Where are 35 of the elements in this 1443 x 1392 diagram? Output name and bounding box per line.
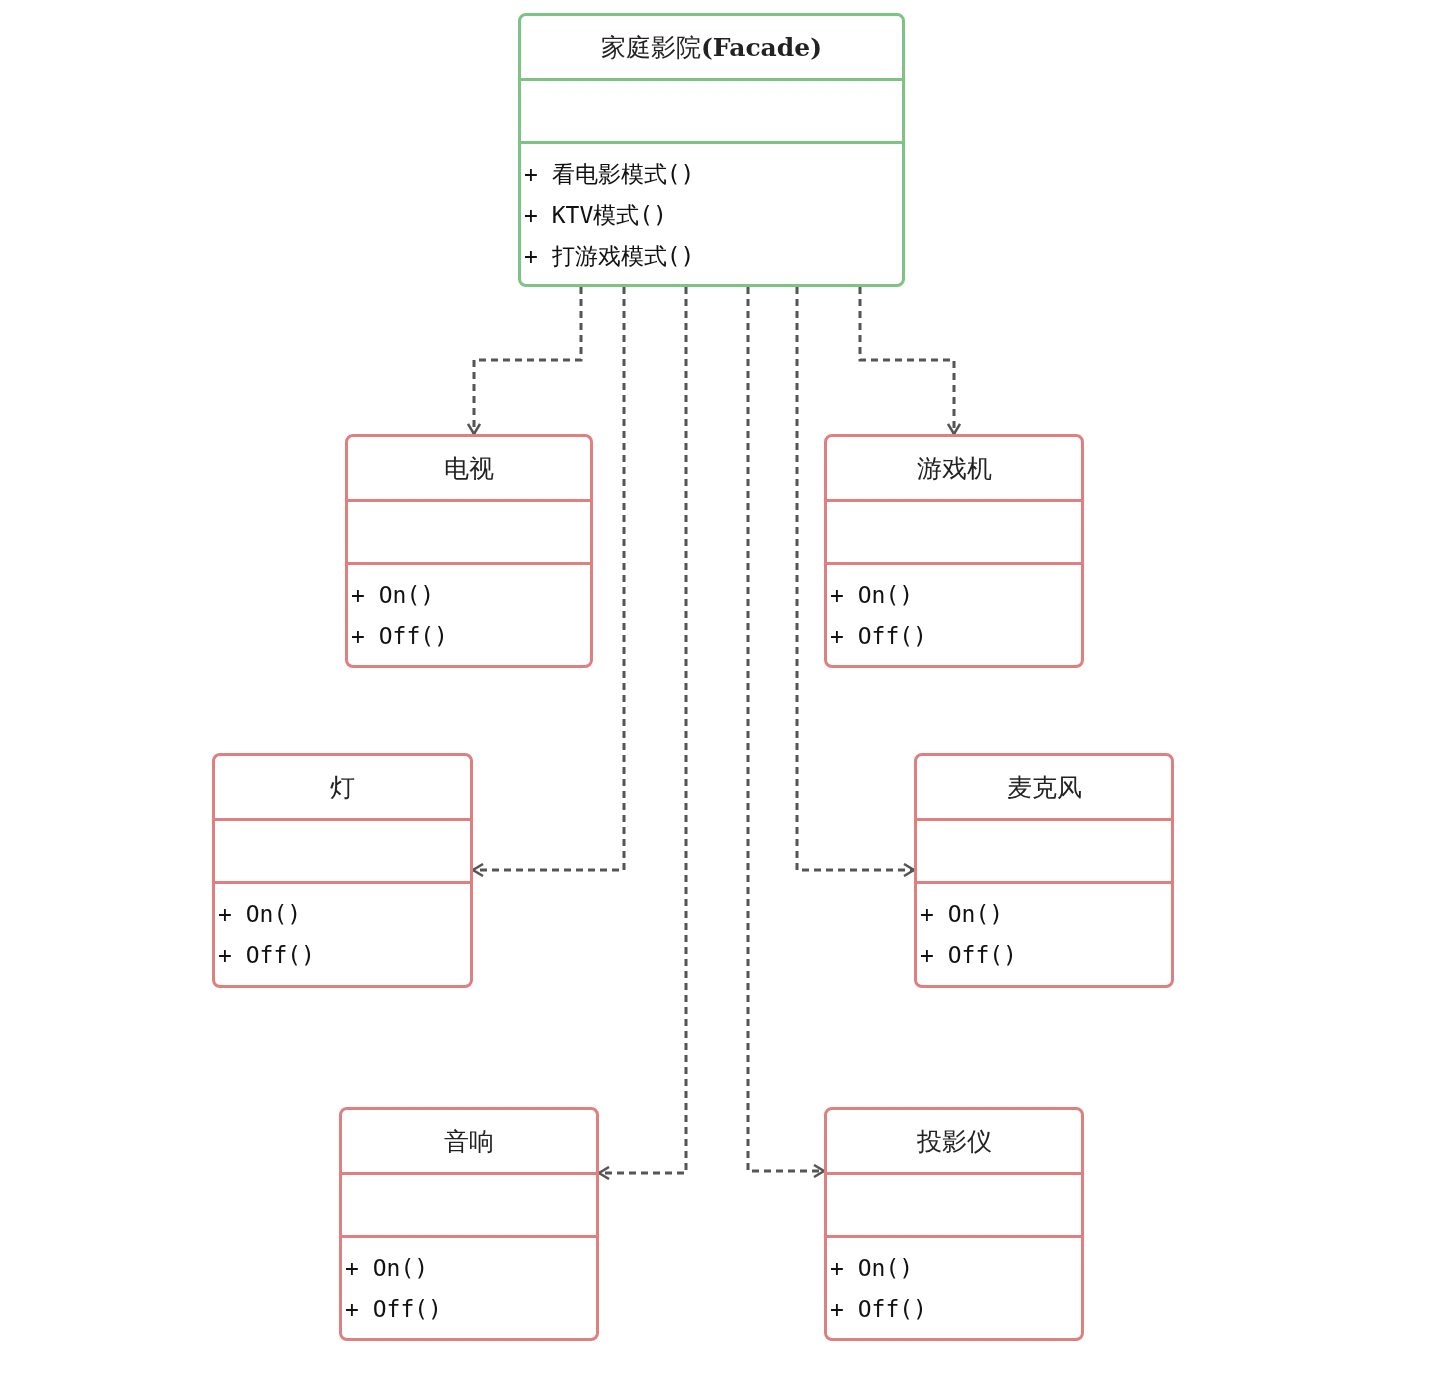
dependency-arrow — [471, 287, 626, 878]
method-name: + Off() — [920, 941, 1017, 970]
class-name: 灯 — [330, 771, 355, 804]
method-name: + On() — [920, 900, 1004, 929]
class-box — [212, 753, 473, 988]
method-name: + Off() — [830, 1295, 927, 1324]
method-name: + Off() — [345, 1295, 442, 1324]
method-name: + Off() — [218, 941, 315, 970]
class-box — [824, 1107, 1084, 1341]
class-box — [339, 1107, 599, 1341]
method-name: + 打游戏模式() — [524, 242, 695, 271]
dependency-arrow — [746, 287, 826, 1179]
method-name: + Off() — [351, 622, 448, 651]
method-name: + KTV模式() — [524, 201, 667, 230]
method-name: + On() — [218, 900, 302, 929]
dependency-arrow — [858, 287, 962, 436]
method-name: + On() — [351, 581, 435, 610]
class-box — [518, 13, 905, 287]
class-box — [824, 434, 1084, 668]
method-name: + On() — [830, 1254, 914, 1283]
dependency-arrow — [466, 287, 583, 436]
class-name: 投影仪 — [916, 1125, 992, 1158]
method-name: + Off() — [830, 622, 927, 651]
method-name: + On() — [345, 1254, 429, 1283]
class-box — [345, 434, 593, 668]
method-name: + On() — [830, 581, 914, 610]
class-name: 游戏机 — [916, 452, 992, 485]
class-name: 电视 — [444, 452, 494, 485]
class-box — [914, 753, 1174, 988]
method-name: + 看电影模式() — [524, 160, 695, 189]
class-name: 音响 — [444, 1125, 494, 1158]
class-name: 家庭影院(Facade) — [600, 31, 822, 64]
dependency-arrow — [795, 287, 916, 878]
dependency-arrow — [597, 287, 688, 1181]
class-name: 麦克风 — [1006, 771, 1082, 804]
